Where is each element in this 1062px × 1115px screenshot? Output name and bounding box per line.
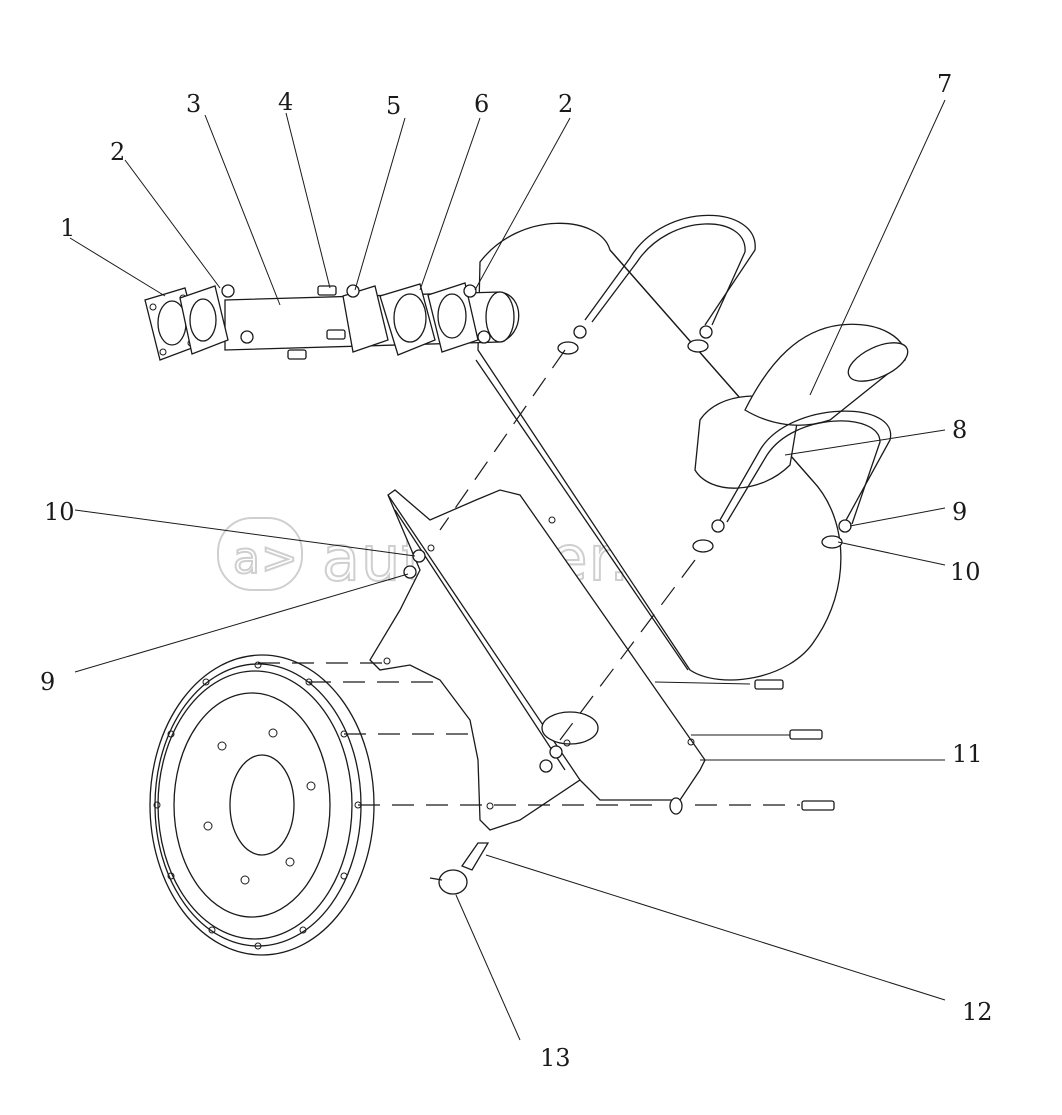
u-bolt-lower: [692, 410, 892, 553]
leader-lines: [69, 99, 946, 1041]
callout-2-right: 2: [558, 90, 573, 118]
callout-3: 3: [186, 90, 201, 118]
bracket-bolts: [403, 549, 835, 815]
mounting-flange: [149, 654, 375, 956]
u-bolt-upper: [557, 214, 756, 355]
watermark-logo-icon: [217, 517, 303, 591]
callout-7: 7: [937, 70, 952, 98]
callout-10-right: 10: [950, 558, 981, 586]
callout-4: 4: [278, 88, 293, 116]
callout-13: 13: [540, 1044, 571, 1072]
watermark-logo-glyph: a>: [233, 533, 299, 584]
callout-8: 8: [952, 416, 967, 444]
callout-9-right: 9: [952, 498, 967, 526]
bracket-plate: [369, 489, 706, 831]
drain-pipe: [429, 842, 490, 895]
callout-5: 5: [386, 92, 401, 120]
callout-labels: 1 2 3 4 5 6 2 7 8 9 10 10 9 11 12 13: [40, 70, 993, 1072]
callout-11: 11: [952, 740, 983, 768]
callout-2-left: 2: [110, 138, 125, 166]
callout-10-left: 10: [44, 498, 75, 526]
callout-6: 6: [474, 90, 489, 118]
callout-12: 12: [962, 998, 993, 1026]
callout-9-left: 9: [40, 668, 55, 696]
inlet-pipe-assembly: [144, 282, 520, 361]
callout-1: 1: [60, 214, 75, 242]
assembly-lines: [258, 349, 800, 806]
tail-pipe: [694, 323, 909, 489]
